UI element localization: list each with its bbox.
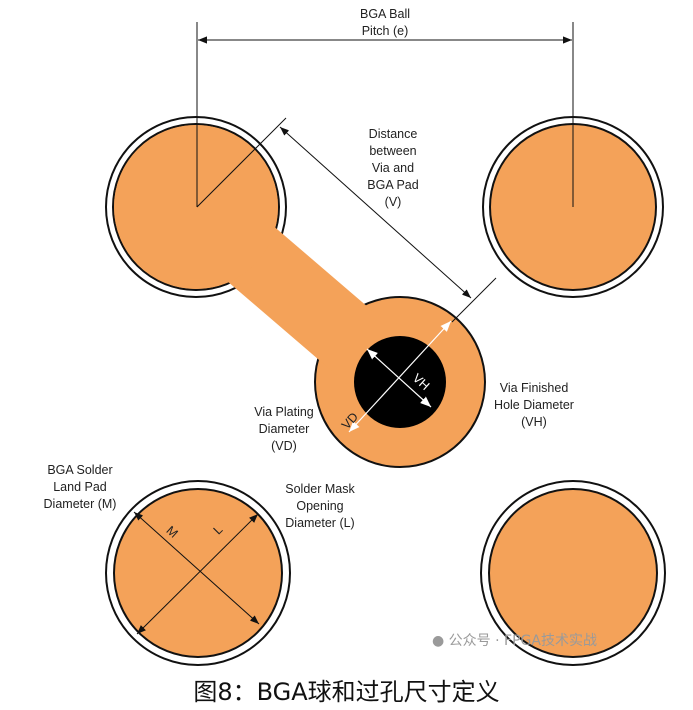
figure-caption: 图8：BGA球和过孔尺寸定义 — [193, 678, 500, 706]
distance-label: BGA Pad — [367, 178, 418, 192]
via-distance-dimension — [279, 126, 472, 299]
distance-label: Distance — [369, 127, 418, 141]
land-pad-label: BGA Solder — [47, 463, 112, 477]
via-finished-label: (VH) — [521, 415, 547, 429]
l-dimension — [136, 513, 259, 635]
via-plating-label: Diameter — [259, 422, 310, 436]
wechat-icon: ● — [432, 633, 445, 649]
land-pad-label: Land Pad — [53, 480, 107, 494]
distance-label: between — [369, 144, 416, 158]
vd-dimension — [348, 320, 452, 433]
land-pad-label: Diameter (M) — [44, 497, 117, 511]
via-finished-label: Via Finished — [500, 381, 569, 395]
pitch-label: Pitch (e) — [362, 24, 409, 38]
distance-label: (V) — [385, 195, 402, 209]
via-plating-label: (VD) — [271, 439, 297, 453]
watermark-text: 公众号 · FPGA技术实战 — [448, 633, 597, 649]
pitch-label: BGA Ball — [360, 7, 410, 21]
mask-label: Diameter (L) — [285, 516, 354, 530]
via-plating-label: Via Plating — [254, 405, 314, 419]
watermark: ● 公众号 · FPGA技术实战 — [432, 630, 597, 650]
bga-pad-bottom-right — [480, 480, 666, 666]
distance-label: Via and — [372, 161, 414, 175]
mask-label: Opening — [296, 499, 343, 513]
mask-label: Solder Mask — [285, 482, 355, 496]
via-finished-label: Hole Diameter — [494, 398, 574, 412]
